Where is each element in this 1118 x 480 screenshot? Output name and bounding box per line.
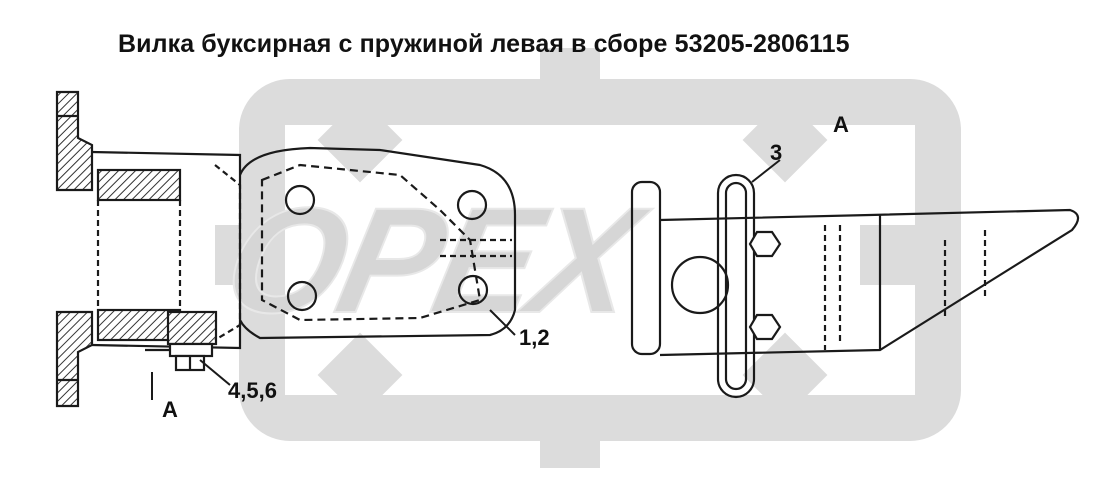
hook-body	[91, 150, 242, 350]
callout-spring: 3	[770, 140, 783, 165]
callout-view-a-bottom: A	[162, 397, 178, 422]
leader-lines	[199, 159, 781, 386]
watermark-letters: OPEX	[211, 177, 661, 346]
fork-plate	[238, 146, 517, 340]
spring-clip-view	[630, 173, 1080, 399]
callout-fasteners: 4,5,6	[228, 378, 277, 403]
bolt-assembly	[145, 342, 214, 372]
callout-view-a-top: A	[833, 112, 849, 137]
watermark-gear	[215, 48, 961, 468]
callout-fork-body: 1,2	[519, 325, 550, 350]
svg-text:OPEX: OPEX	[212, 178, 660, 345]
left-flange	[55, 90, 94, 408]
drawing-title: Вилка буксирная с пружиной левая в сборе…	[118, 30, 850, 58]
